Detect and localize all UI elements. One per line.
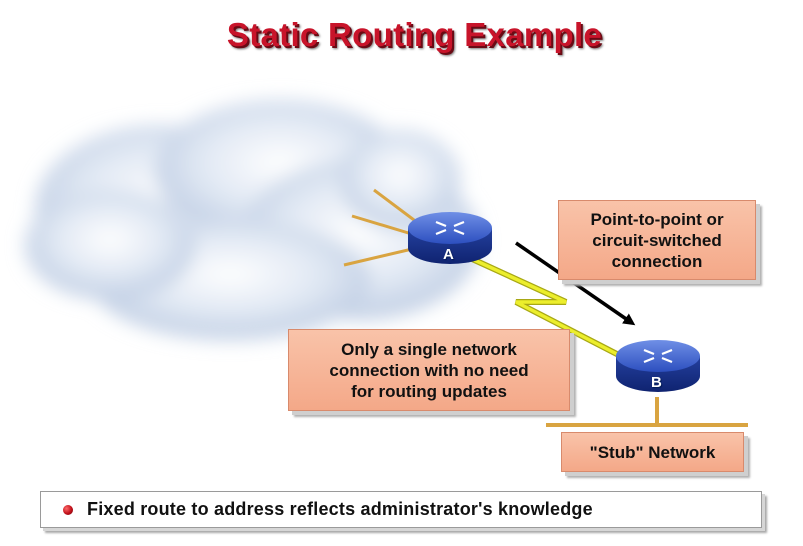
router-a-label: A: [443, 246, 454, 263]
stub-network-callout: "Stub" Network: [561, 432, 744, 472]
single-connection-callout: Only a single network connection with no…: [288, 329, 570, 411]
cloud-icon: [25, 100, 480, 340]
bullet-icon: [63, 504, 73, 515]
point-to-point-callout: Point-to-point or circuit-switched conne…: [558, 200, 756, 280]
stub-network-line: [546, 397, 748, 427]
arrow-icon: [515, 241, 636, 326]
router-b-icon: [616, 340, 700, 392]
router-b-label: B: [651, 374, 662, 391]
slide-title: Static Routing Example: [226, 16, 603, 53]
footer-bullet-text: Fixed route to address reflects administ…: [87, 499, 593, 519]
router-a-icon: [408, 212, 492, 264]
footer-bullet-box: Fixed route to address reflects administ…: [40, 491, 762, 528]
